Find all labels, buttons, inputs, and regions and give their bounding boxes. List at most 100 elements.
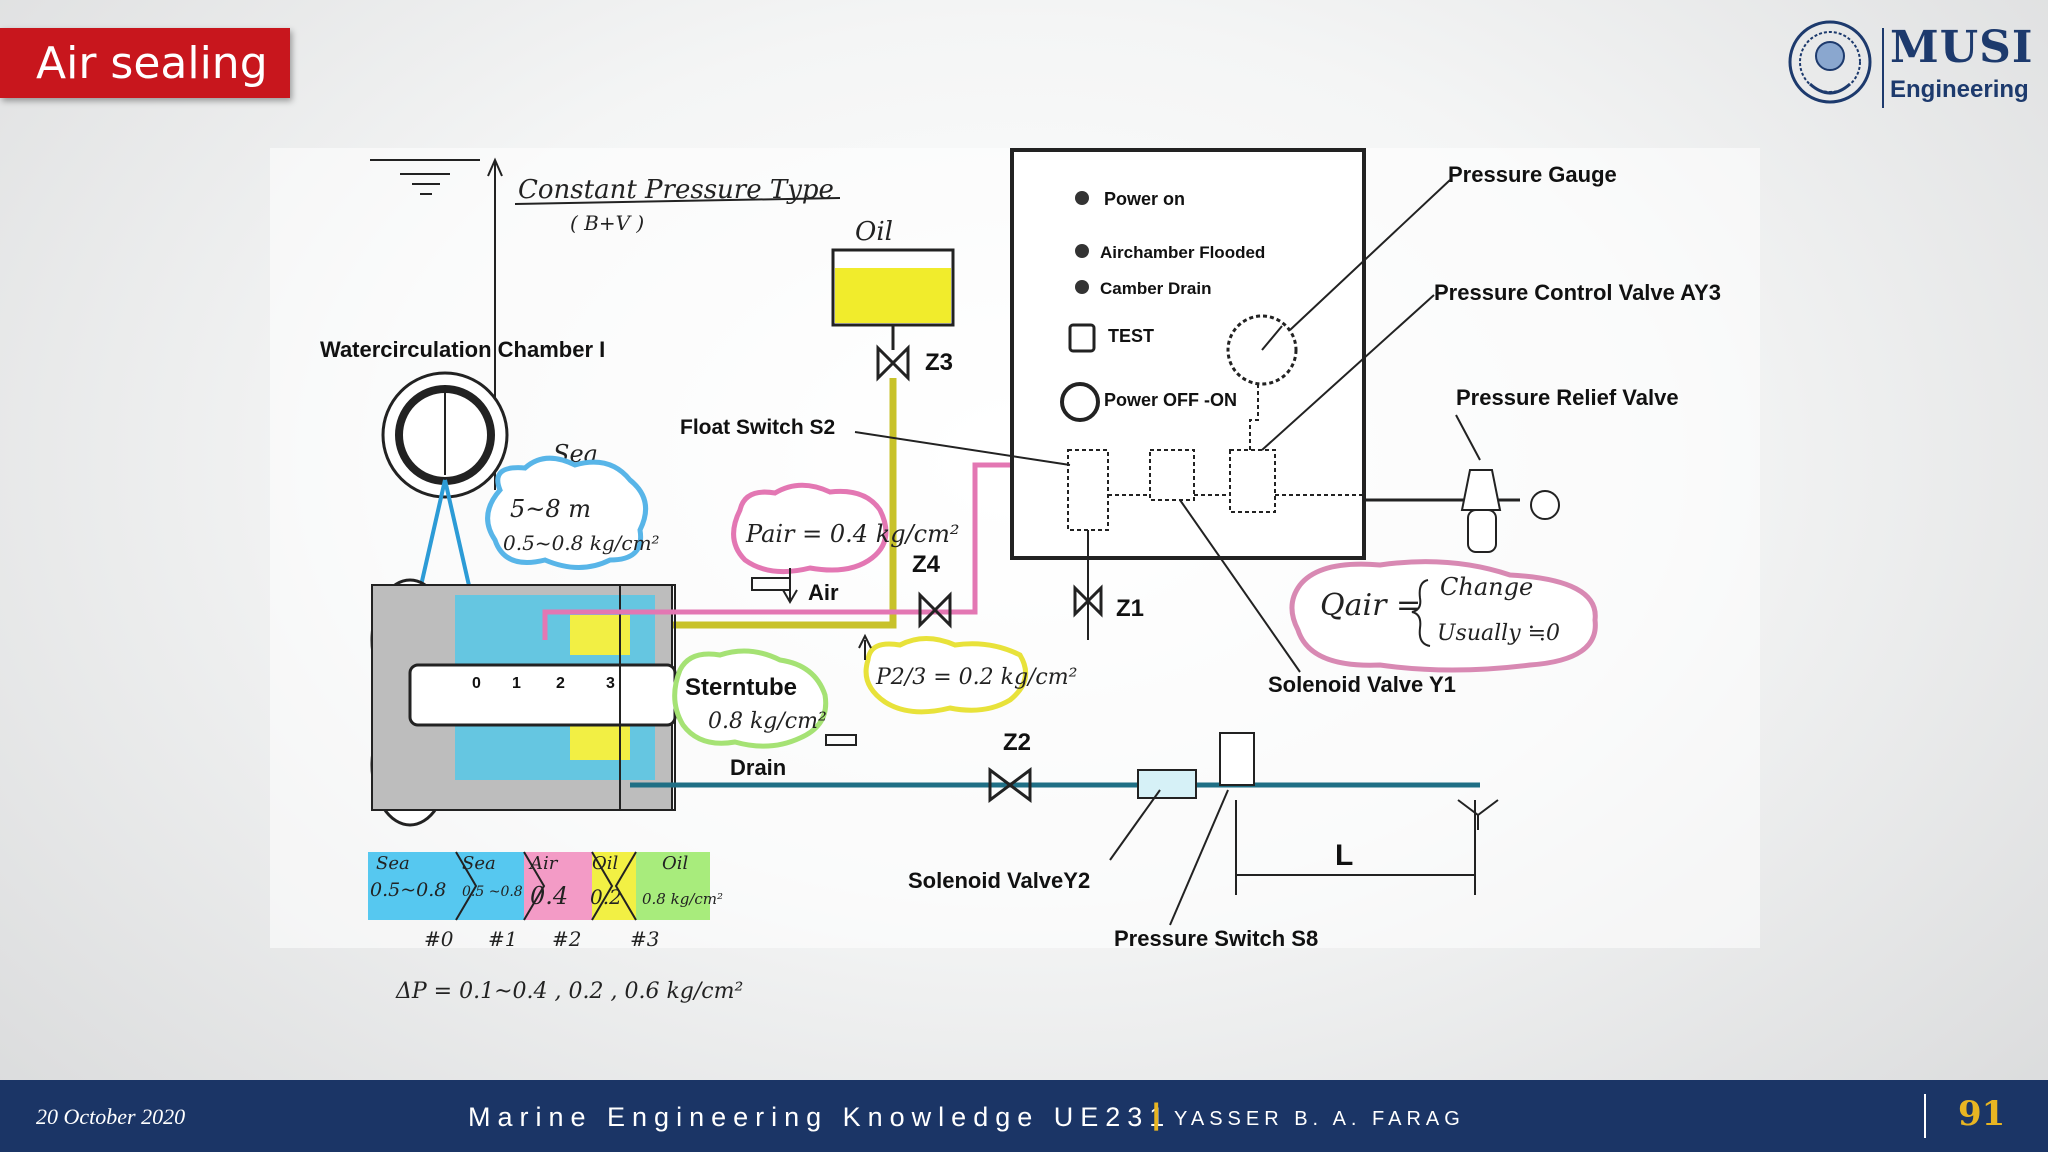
air-consumption-usual: Usually ≒0 (1437, 621, 1560, 646)
footer-date: 20 October 2020 (36, 1104, 186, 1129)
power-on-label: Power on (1104, 189, 1185, 209)
chamber-drain-label: Camber Drain (1100, 279, 1211, 298)
sea-pressure: 0.5~0.8 kg/cm² (503, 531, 660, 555)
footer-divider (1924, 1094, 1926, 1138)
valve-z3-label: Z3 (925, 349, 953, 376)
panel-pipework (1108, 385, 1364, 496)
float-switch-leader (854, 431, 1071, 466)
sea-water-lines (418, 479, 472, 591)
seal-number-2: 2 (556, 675, 565, 692)
title-underline (514, 197, 841, 205)
musi-logo: MUSI Engineering (1782, 14, 2032, 110)
power-switch-icon (1060, 382, 1100, 422)
test-button-icon (1068, 323, 1096, 353)
pressure-bar-cell-4 (636, 852, 710, 920)
solenoid-y1-label: Solenoid Valve Y1 (1268, 672, 1456, 697)
control-panel (1010, 148, 1366, 560)
float-switch-label: Float Switch S2 (680, 416, 835, 439)
valve-z1-label: Z1 (1116, 595, 1144, 622)
delta-p-formula: ΔP = 0.1~0.4 , 0.2 , 0.6 kg/cm² (395, 979, 743, 1004)
brace-icon (1411, 579, 1431, 647)
valve-z4-label: Z4 (912, 551, 941, 578)
pressure-control-leader (1261, 294, 1435, 451)
gauge-needle (1261, 325, 1283, 351)
seal-mark-2: #2 (552, 927, 581, 951)
footer-separator: | (1152, 1098, 1161, 1131)
shaft (408, 663, 677, 727)
bar-cell-1-value: 0.5 ~0.8 (462, 884, 523, 900)
oil-tank-label: Oil (855, 217, 893, 247)
airchamber-label: Airchamber Flooded (1100, 243, 1265, 262)
footer-author: YASSER B. A. FARAG (1174, 1108, 1465, 1130)
bar-cell-0-top: Sea (376, 853, 410, 874)
pressure-bar-dividers (455, 851, 637, 921)
valve-z4-icon (918, 591, 952, 629)
seal-mark-3: #3 (630, 927, 659, 951)
length-dimension (1235, 800, 1476, 895)
pressure-bar-cell-0 (368, 852, 456, 920)
valve-z2-icon (988, 767, 1032, 803)
solenoid-y1-leader (1179, 499, 1301, 673)
air-label: Air (808, 580, 839, 605)
power-off-on-label: Power OFF -ON (1104, 390, 1237, 410)
pressure-switch-s8 (1219, 732, 1255, 786)
bar-cell-2-top: Air (528, 853, 559, 874)
oil-pressure-cloud (863, 636, 1029, 715)
oil-pressure: P2/3 = 0.2 kg/cm² (875, 665, 1077, 690)
bar-cell-3-top: Oil (592, 853, 619, 874)
solenoid-valve-y2 (1137, 769, 1197, 799)
pressure-bar: Sea 0.5~0.8 Sea 0.5 ~0.8 Air 0.4 Oil 0.2… (368, 851, 723, 921)
bar-cell-0-value: 0.5~0.8 (370, 879, 446, 901)
bar-cell-2-value: 0.4 (530, 882, 568, 910)
footer-course: Marine Engineering Knowledge UE231 (468, 1102, 1172, 1132)
slide-title-box: Air sealing (0, 28, 290, 98)
oil-level (835, 268, 951, 323)
sea-cloud (485, 455, 649, 570)
drain-label: Drain (730, 755, 786, 780)
air-flow-arrow-icon (751, 577, 791, 591)
bar-cell-4-value: 0.8 kg/cm² (642, 890, 723, 908)
drain-outlet-icon (1457, 799, 1499, 830)
logo-divider (1882, 28, 1884, 108)
valve-z3-icon (876, 344, 910, 382)
pressure-type-sub: ( B+V ) (570, 211, 644, 235)
bar-cell-3-value: 0.2 (590, 885, 622, 909)
chamber-drain-lamp-icon (1075, 280, 1089, 294)
oil-pressure-arrow-icon (858, 633, 872, 660)
seal-number-3: 3 (606, 675, 615, 692)
solenoid-y2-leader (1109, 789, 1161, 861)
pressure-gauge-leader (1289, 179, 1451, 331)
air-pressure-cloud (731, 482, 889, 575)
sea-depth: 5~8 m (510, 495, 591, 523)
page-number: 91 (1958, 1094, 2006, 1134)
test-label: TEST (1108, 326, 1154, 346)
air-consumption-change: Change (1440, 573, 1533, 601)
air-seal-diagram: Constant Pressure Type ( B+V ) Oil Z3 Wa… (320, 148, 1721, 1004)
valve-z2-label: Z2 (1003, 729, 1031, 756)
logo-subtitle: Engineering (1890, 76, 2029, 103)
bar-cell-1-top: Sea (462, 853, 496, 874)
water-chamber-label: Watercirculation Chamber I (320, 337, 605, 362)
power-on-lamp-icon (1075, 191, 1089, 205)
air-consumption-cloud (1289, 559, 1598, 673)
valve-z1-icon (1073, 584, 1103, 618)
footer-bar: 20 October 2020 Marine Engineering Knowl… (0, 1080, 2048, 1152)
seal-mark-1: #1 (488, 927, 517, 951)
solenoid-valve-y1 (1149, 449, 1195, 501)
solenoid-y2-label: Solenoid ValveY2 (908, 868, 1090, 893)
sterntube-cloud (672, 648, 829, 749)
airchamber-lamp-icon (1075, 244, 1089, 258)
pressure-control-valve (1229, 449, 1276, 513)
seal-mark-0: #0 (424, 927, 454, 951)
seal-number-0: 0 (472, 675, 481, 692)
sterntube-label: Sterntube (685, 674, 797, 701)
pressure-relief-label: Pressure Relief Valve (1456, 385, 1679, 410)
sterntube-pressure: 0.8 kg/cm² (708, 709, 827, 734)
emblem-icon (1788, 20, 1872, 104)
logo-name: MUSI (1890, 22, 2034, 73)
slide-title: Air sealing (36, 38, 268, 89)
pressure-bar-cell-2 (524, 852, 592, 920)
pressure-relief-valve-icon (1460, 469, 1560, 553)
seal-ring-numbers: 0 1 2 3 (472, 675, 615, 692)
air-pressure: Pair = 0.4 kg/cm² (745, 520, 960, 548)
